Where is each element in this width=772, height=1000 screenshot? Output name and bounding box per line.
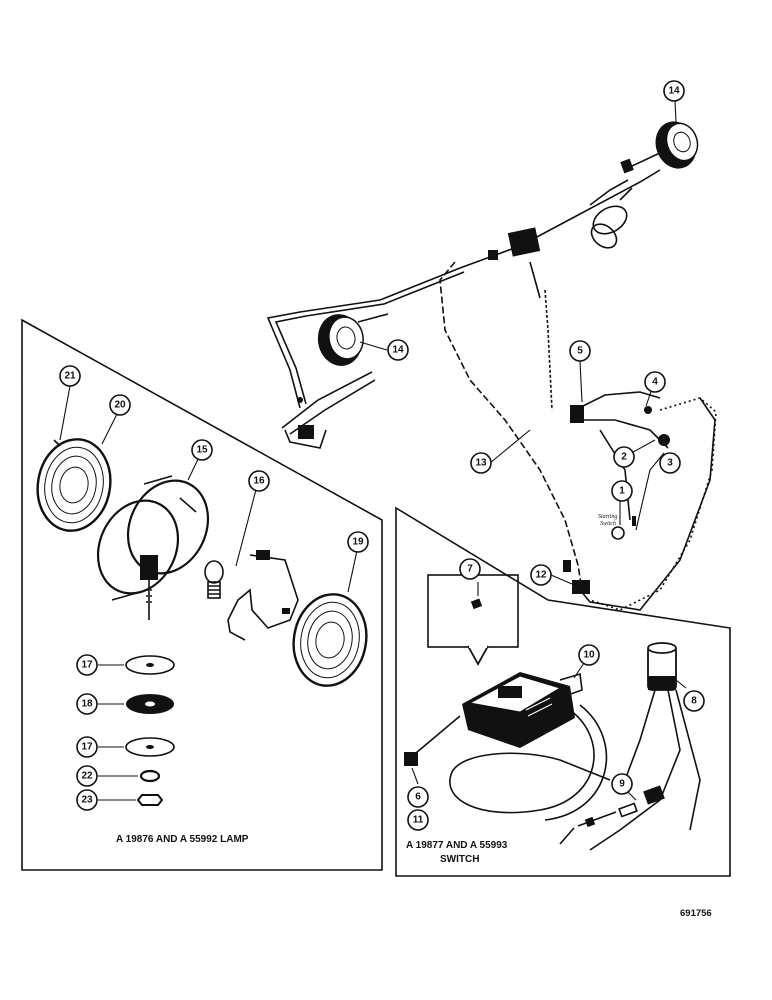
svg-text:16: 16 <box>253 476 265 487</box>
nut-23 <box>136 794 164 806</box>
svg-text:6: 6 <box>415 792 421 803</box>
svg-text:3: 3 <box>667 458 673 469</box>
svg-text:8: 8 <box>691 696 697 707</box>
svg-text:19: 19 <box>352 537 364 548</box>
switch-panel-caption-line2: SWITCH <box>440 854 479 865</box>
callout-3: 3 <box>659 452 681 474</box>
lens-20 <box>36 438 112 532</box>
lockwasher-22 <box>139 769 161 783</box>
callout-23: 23 <box>76 789 98 811</box>
svg-text:20: 20 <box>114 400 126 411</box>
callout-7: 7 <box>459 558 481 580</box>
svg-text:9: 9 <box>619 779 625 790</box>
callout-14-lower: 14 <box>387 339 409 361</box>
callout-1: 1 <box>611 480 633 502</box>
svg-text:13: 13 <box>475 458 487 469</box>
starting-switch-label-line1: Starting <box>598 514 617 520</box>
callout-12: 12 <box>530 564 552 586</box>
svg-text:17: 17 <box>81 742 93 753</box>
callout-10: 10 <box>578 644 600 666</box>
svg-text:2: 2 <box>621 452 627 463</box>
svg-text:23: 23 <box>81 795 93 806</box>
callout-15: 15 <box>191 439 213 461</box>
svg-text:15: 15 <box>196 445 208 456</box>
switch-panel-caption-line1: A 19877 AND A 55993 <box>406 840 508 851</box>
lens-19 <box>292 593 368 687</box>
callout-5: 5 <box>569 340 591 362</box>
svg-text:14: 14 <box>668 86 680 97</box>
svg-text:21: 21 <box>64 371 76 382</box>
lamp-14-lower <box>317 313 389 366</box>
lamp-panel: A 19876 AND A 55992 LAMP <box>21 318 383 871</box>
callout-13: 13 <box>470 452 492 474</box>
callout-22: 22 <box>76 765 98 787</box>
callout-8: 8 <box>683 690 705 712</box>
svg-text:22: 22 <box>81 771 93 782</box>
lamp-14-upper <box>620 121 699 174</box>
svg-text:17: 17 <box>81 660 93 671</box>
callout-4: 4 <box>644 371 666 393</box>
bulb-16 <box>204 560 224 599</box>
callout-18: 18 <box>76 693 98 715</box>
svg-text:10: 10 <box>583 650 595 661</box>
lamp-panel-caption: A 19876 AND A 55992 LAMP <box>116 834 249 845</box>
svg-text:11: 11 <box>413 815 424 826</box>
callout-19: 19 <box>347 531 369 553</box>
reference-number: 691756 <box>680 908 712 919</box>
svg-text:5: 5 <box>577 346 583 357</box>
callout-16: 16 <box>248 470 270 492</box>
callout-20: 20 <box>109 394 131 416</box>
svg-text:18: 18 <box>81 699 93 710</box>
callout-17-bottom: 17 <box>76 736 98 758</box>
switch-body <box>462 672 575 748</box>
condenser-8 <box>647 642 677 691</box>
svg-text:7: 7 <box>467 564 473 575</box>
svg-text:12: 12 <box>535 570 547 581</box>
svg-text:14: 14 <box>392 345 404 356</box>
callout-9: 9 <box>611 773 633 795</box>
callout-17-top: 17 <box>76 654 98 676</box>
leader-lines <box>59 100 687 801</box>
svg-text:1: 1 <box>619 486 625 497</box>
callout-6: 6 <box>407 786 429 808</box>
svg-text:4: 4 <box>652 377 658 388</box>
callout-2: 2 <box>613 446 635 468</box>
starting-switch-label-line2: Switch <box>600 521 616 527</box>
housing-15 <box>96 475 210 620</box>
callout-14-upper: 14 <box>663 80 685 102</box>
callout-11: 11 <box>407 809 429 831</box>
callout-21: 21 <box>59 365 81 387</box>
switch-panel: A 19877 AND A 55993 SWITCH <box>395 506 731 877</box>
wiring-harness: Starting Switch <box>266 169 717 611</box>
